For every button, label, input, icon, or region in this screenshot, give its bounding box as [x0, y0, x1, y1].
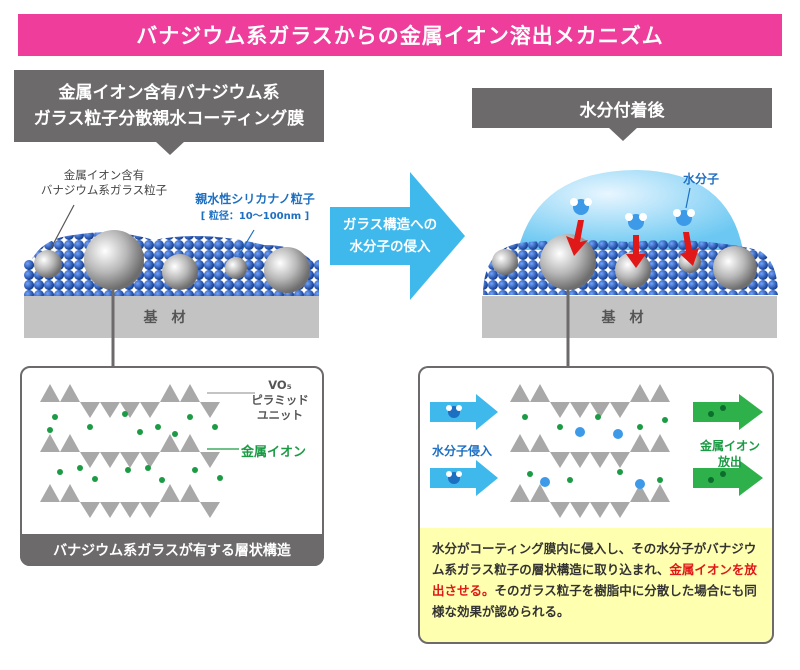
left-layered-structure	[40, 384, 223, 518]
left-section-label: 金属イオン含有バナジウム系 ガラス粒子分散親水コーティング膜	[14, 70, 324, 142]
page-title: バナジウム系ガラスからの金属イオン溶出メカニズム	[18, 14, 782, 56]
left-connector-line	[111, 290, 115, 372]
process-arrow	[330, 172, 465, 300]
vo5-label-line1: VO₅	[268, 378, 292, 392]
left-label-pointer	[155, 141, 185, 155]
right-section-label: 水分付着後	[472, 88, 772, 128]
vo5-label-line3: ユニット	[257, 408, 303, 422]
glass-particle-label-line1: 金属イオン含有	[63, 168, 145, 182]
glass-particle-label: 金属イオン含有 バナジウム系ガラス粒子	[14, 168, 194, 198]
silica-size-text: [ 粒径：10～100nm ]	[200, 211, 310, 222]
right-connector-line	[566, 290, 570, 372]
water-molecule-label: 水分子	[683, 172, 720, 186]
right-coating-illustration	[483, 170, 778, 295]
process-arrow-line1: ガラス構造への	[342, 217, 438, 233]
description-text-part2: そのガラス粒子を樹脂中に分散した場合にも同様な効果が認められる。	[432, 583, 757, 619]
water-in-arrows	[430, 394, 498, 496]
left-label-line1: 金属イオン含有バナジウム系	[58, 83, 280, 103]
silica-label: 親水性シリカナノ粒子 [ 粒径：10～100nm ]	[180, 190, 330, 222]
ion-out-label-line1: 金属イオン	[699, 439, 760, 453]
water-in-label: 水分子侵入	[432, 444, 493, 458]
ion-out-label: 金属イオン 放出	[690, 438, 770, 470]
ion-out-arrows	[693, 394, 763, 496]
ion-out-label-line2: 放出	[717, 455, 742, 469]
description-text-part1: 水分がコーティング膜内に侵入し、その水分子がバナジウム系ガラス粒子の層状構造に取…	[432, 541, 757, 577]
right-label-pointer	[608, 127, 638, 141]
metal-ion-label: 金属イオン	[241, 445, 307, 460]
right-layered-structure	[510, 384, 670, 518]
right-substrate: 基材	[482, 296, 777, 338]
silica-label-text: 親水性シリカナノ粒子	[195, 192, 315, 206]
description-highlight: 金属イオンを放出させる。	[432, 562, 757, 598]
vo5-label: VO₅ ピラミッド ユニット	[250, 378, 310, 423]
left-label-line2: ガラス粒子分散親水コーティング膜	[33, 109, 305, 129]
glass-particle-label-line2: バナジウム系ガラス粒子	[40, 183, 168, 197]
vo5-label-line2: ピラミッド	[251, 393, 309, 407]
left-coating-illustration	[24, 204, 319, 296]
process-arrow-line2: 水分子の侵入	[349, 239, 431, 255]
left-substrate: 基材	[24, 296, 319, 338]
water-molecule-icon	[570, 198, 695, 230]
process-arrow-text: ガラス構造への 水分子の侵入	[330, 214, 450, 258]
left-panel-caption: バナジウム系ガラスが有する層状構造	[20, 534, 324, 566]
mechanism-description: 水分がコーティング膜内に侵入し、その水分子がバナジウム系ガラス粒子の層状構造に取…	[418, 528, 774, 644]
right-label-text: 水分付着後	[579, 100, 665, 121]
left-panel-pointer-lines	[207, 392, 255, 450]
